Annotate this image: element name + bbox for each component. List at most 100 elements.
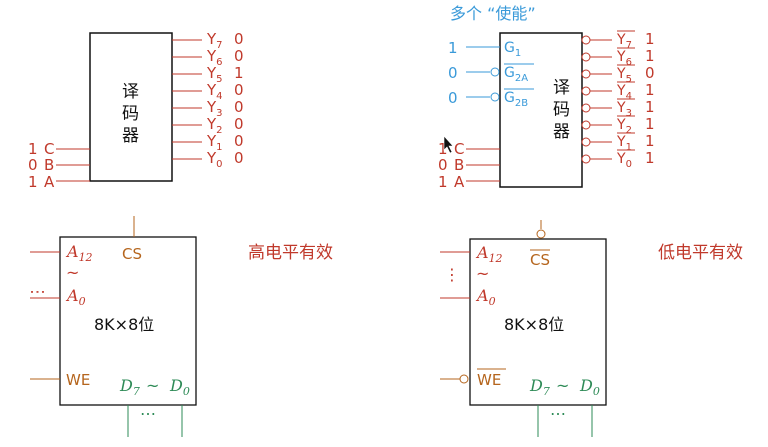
left-decoder-label-3: 器 <box>122 126 139 146</box>
right-data-tilde: ~ <box>556 376 569 395</box>
left-input-a-pin: A <box>44 173 55 191</box>
left-output-y5-sub: 5 <box>216 74 222 85</box>
left-output-y4-sub: 4 <box>216 91 222 102</box>
right-enable-g1-sub: 1 <box>515 48 521 59</box>
right-enable-g2a-bubble <box>490 67 500 77</box>
left-output-y4-value: 0 <box>234 81 244 99</box>
left-addr-low: A <box>65 286 79 305</box>
left-output-y3-value: 0 <box>234 98 244 116</box>
left-address-dots: ⋮ <box>29 284 48 300</box>
right-enable-g2b: 0 G2B <box>448 88 534 109</box>
left-output-y3-sub: 3 <box>216 108 222 119</box>
right-input-a-pin: A <box>454 173 465 191</box>
svg-text:D7: D7 <box>529 376 550 398</box>
left-output-y0: Y0 0 <box>172 149 244 170</box>
left-size-label: 8K×8位 <box>94 315 154 334</box>
left-addr-high: A <box>65 242 79 261</box>
left-caption: 高电平有效 <box>248 243 333 263</box>
svg-text:G1: G1 <box>504 40 521 59</box>
right-cs-label: CS <box>530 251 550 269</box>
right-output-y1-value: 1 <box>645 132 655 150</box>
right-enable-g2b-pin: G <box>504 90 515 106</box>
right-input-a-value: 1 <box>438 173 448 191</box>
right-enable-g2b-value: 0 <box>448 89 458 107</box>
right-input-c-value: 1 <box>438 140 448 158</box>
left-cs-label: CS <box>122 245 142 263</box>
right-output-y1-sub: 1 <box>626 142 632 153</box>
right-enable-g2a-pin: G <box>504 65 515 81</box>
left-output-y1-value: 0 <box>234 132 244 150</box>
right-output-y2-value: 1 <box>645 115 655 133</box>
right-addr-low: A <box>475 286 489 305</box>
left-addr-low-sub: 0 <box>79 295 86 308</box>
left-input-c-pin: C <box>44 140 54 158</box>
right-output-y6-value: 1 <box>645 47 655 65</box>
enable-banner: 多个 “使能” <box>450 4 536 23</box>
right-input-c: 1 C <box>438 140 500 158</box>
left-output-y6-sub: 6 <box>216 57 222 68</box>
svg-text:Y0: Y0 <box>616 151 632 170</box>
svg-text:A0: A0 <box>475 286 496 308</box>
right-data-high: D <box>529 376 543 395</box>
right-enable-g2a-sub: 2A <box>515 73 528 84</box>
right-output-y6-sub: 6 <box>626 57 632 68</box>
right-data-dots: … <box>550 400 566 419</box>
right-we-bubble <box>459 374 469 384</box>
left-decoder-box <box>89 32 173 182</box>
svg-text:D0: D0 <box>579 376 600 398</box>
right-addr-low-sub: 0 <box>489 295 496 308</box>
svg-text:D7: D7 <box>119 376 140 398</box>
left-output-y6-value: 0 <box>234 47 244 65</box>
left-input-b: 0 B <box>28 156 90 174</box>
right-output-y7-sub: 7 <box>626 40 632 51</box>
right-enable-g2a: 0 G2A <box>448 63 534 84</box>
right-output-y2-sub: 2 <box>626 125 632 136</box>
left-input-c-value: 1 <box>28 140 38 158</box>
left-input-c: 1 C <box>28 140 90 158</box>
right-data-low-sub: 0 <box>593 385 600 398</box>
right-addr-high-sub: 12 <box>489 252 503 265</box>
right-output-y7-value: 1 <box>645 30 655 48</box>
right-enable-g1-value: 1 <box>448 39 458 57</box>
right-decoder: 译 码 器 1 G1 0 G2A 0 G2B 1 C <box>438 30 655 191</box>
right-output-y5-value: 0 <box>645 64 655 82</box>
right-input-b-pin: B <box>454 156 464 174</box>
left-data-high: D <box>119 376 133 395</box>
right-cs-bubble <box>536 229 546 239</box>
svg-text:A12: A12 <box>475 243 503 265</box>
right-caption: 低电平有效 <box>658 243 743 263</box>
right-input-b-value: 0 <box>438 156 448 174</box>
svg-text:A12: A12 <box>65 242 93 264</box>
right-output-y0-sub: 0 <box>626 159 632 170</box>
right-data-high-sub: 7 <box>543 385 550 398</box>
left-decoder-label-2: 码 <box>122 104 139 124</box>
right-enable-g1: 1 G1 <box>448 39 521 59</box>
right-address-dots: ⋮ <box>444 265 460 284</box>
right-memory-chip: ⋮ A12 ~ A0 CS 8K×8位 WE D7 ~ D0 … <box>440 220 607 437</box>
left-data-dots: … <box>140 400 156 419</box>
left-output-y2-value: 0 <box>234 115 244 133</box>
left-data-low: D <box>169 376 183 395</box>
right-decoder-label-3: 器 <box>553 122 570 142</box>
svg-text:A0: A0 <box>65 286 86 308</box>
left-output-y7-sub: 7 <box>216 40 222 51</box>
right-decoder-label-2: 码 <box>553 100 570 120</box>
left-output-y7-value: 0 <box>234 30 244 48</box>
right-decoder-label-1: 译 <box>553 78 570 98</box>
left-output-y5-value: 1 <box>234 64 244 82</box>
left-data-high-sub: 7 <box>133 385 140 398</box>
right-output-y0-value: 1 <box>645 149 655 167</box>
left-decoder-label-1: 译 <box>122 82 139 102</box>
left-input-b-pin: B <box>44 156 54 174</box>
right-enable-g1-pin: G <box>504 40 515 56</box>
right-input-b: 0 B <box>438 156 500 174</box>
left-output-y0-sub: 0 <box>216 159 222 170</box>
left-data-low-sub: 0 <box>183 385 190 398</box>
right-enable-g2b-sub: 2B <box>515 98 528 109</box>
right-enable-g2a-value: 0 <box>448 64 458 82</box>
right-enable-g2b-bubble <box>490 92 500 102</box>
right-output-y5-sub: 5 <box>626 74 632 85</box>
left-addr-high-sub: 12 <box>79 251 93 264</box>
right-we-label: WE <box>477 371 501 389</box>
